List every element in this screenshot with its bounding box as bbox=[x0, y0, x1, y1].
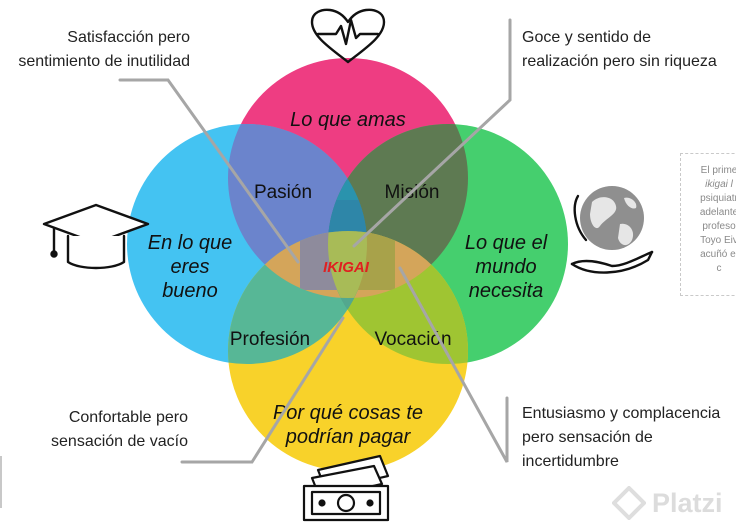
label-mundo-necesita-line2: mundo bbox=[475, 256, 536, 278]
overlap-ikigai-center bbox=[328, 231, 367, 298]
label-pasion: Pasión bbox=[254, 182, 312, 203]
label-mundo-necesita-line3: necesita bbox=[469, 280, 544, 302]
side-note-line: acuñó el bbox=[700, 249, 736, 260]
platzi-watermark-text: Platzi bbox=[652, 487, 723, 518]
side-note-line: Toyo Eiv bbox=[700, 235, 736, 246]
annotation-line: Confortable pero bbox=[68, 409, 188, 426]
connector-bottom-right bbox=[398, 266, 509, 463]
connector-top-left bbox=[118, 78, 300, 264]
label-profesion: Profesión bbox=[230, 329, 310, 350]
annotation-line: Goce y sentido de bbox=[522, 29, 651, 46]
label-vocacion: Vocación bbox=[374, 329, 451, 350]
annotation-confortable: Confortable pero sensación de vacío bbox=[0, 406, 188, 454]
connector-bottom-left bbox=[180, 316, 345, 464]
label-lo-que-amas: Lo que amas bbox=[290, 109, 406, 131]
connector-top-right bbox=[352, 18, 512, 248]
platzi-watermark: Platzi bbox=[612, 483, 723, 523]
side-note-line: El prime bbox=[700, 165, 736, 176]
side-note-line: profeso bbox=[702, 221, 736, 232]
label-eres-bueno-line1: En lo que bbox=[148, 232, 233, 254]
left-edge-divider bbox=[0, 456, 2, 508]
annotation-line: pero sensación de bbox=[522, 429, 653, 446]
annotation-line: realización pero sin riqueza bbox=[522, 53, 717, 70]
money-bill-icon bbox=[302, 454, 390, 522]
graduation-cap-icon bbox=[42, 203, 150, 270]
side-note-line: adelante bbox=[699, 207, 736, 218]
annotation-line: Satisfacción pero bbox=[67, 29, 190, 46]
overlap-mision bbox=[328, 124, 468, 298]
annotation-entusiasmo: Entusiasmo y complacencia pero sensación… bbox=[522, 402, 720, 474]
heart-pulse-icon bbox=[310, 8, 386, 64]
annotation-line: Entusiasmo y complacencia bbox=[522, 405, 721, 422]
annotation-line: sensación de vacío bbox=[51, 433, 188, 450]
annotation-line: incertidumbre bbox=[522, 453, 619, 470]
label-eres-bueno-line2: eres bbox=[171, 256, 210, 278]
label-ikigai: IKIGAI bbox=[323, 259, 370, 276]
label-mundo-necesita-line1: Lo que el bbox=[465, 232, 548, 254]
side-note-line: c bbox=[716, 263, 722, 274]
platzi-logo-icon bbox=[612, 486, 646, 520]
annotation-goce: Goce y sentido de realización pero sin r… bbox=[522, 26, 717, 74]
side-note-box: El prime ikigai l psiquiatr adelante pro… bbox=[680, 153, 736, 296]
annotation-satisfaccion: Satisfacción pero sentimiento de inutili… bbox=[0, 26, 190, 74]
label-eres-bueno-line3: bueno bbox=[162, 280, 218, 302]
label-pagar-line1: Por qué cosas te bbox=[273, 402, 423, 424]
label-pagar-line2: podrían pagar bbox=[285, 426, 412, 448]
side-note-line: psiquiatr bbox=[700, 193, 736, 204]
globe-in-hand-icon bbox=[570, 186, 654, 274]
side-note-line: ikigai l bbox=[705, 179, 733, 190]
annotation-line: sentimiento de inutilidad bbox=[18, 53, 190, 70]
